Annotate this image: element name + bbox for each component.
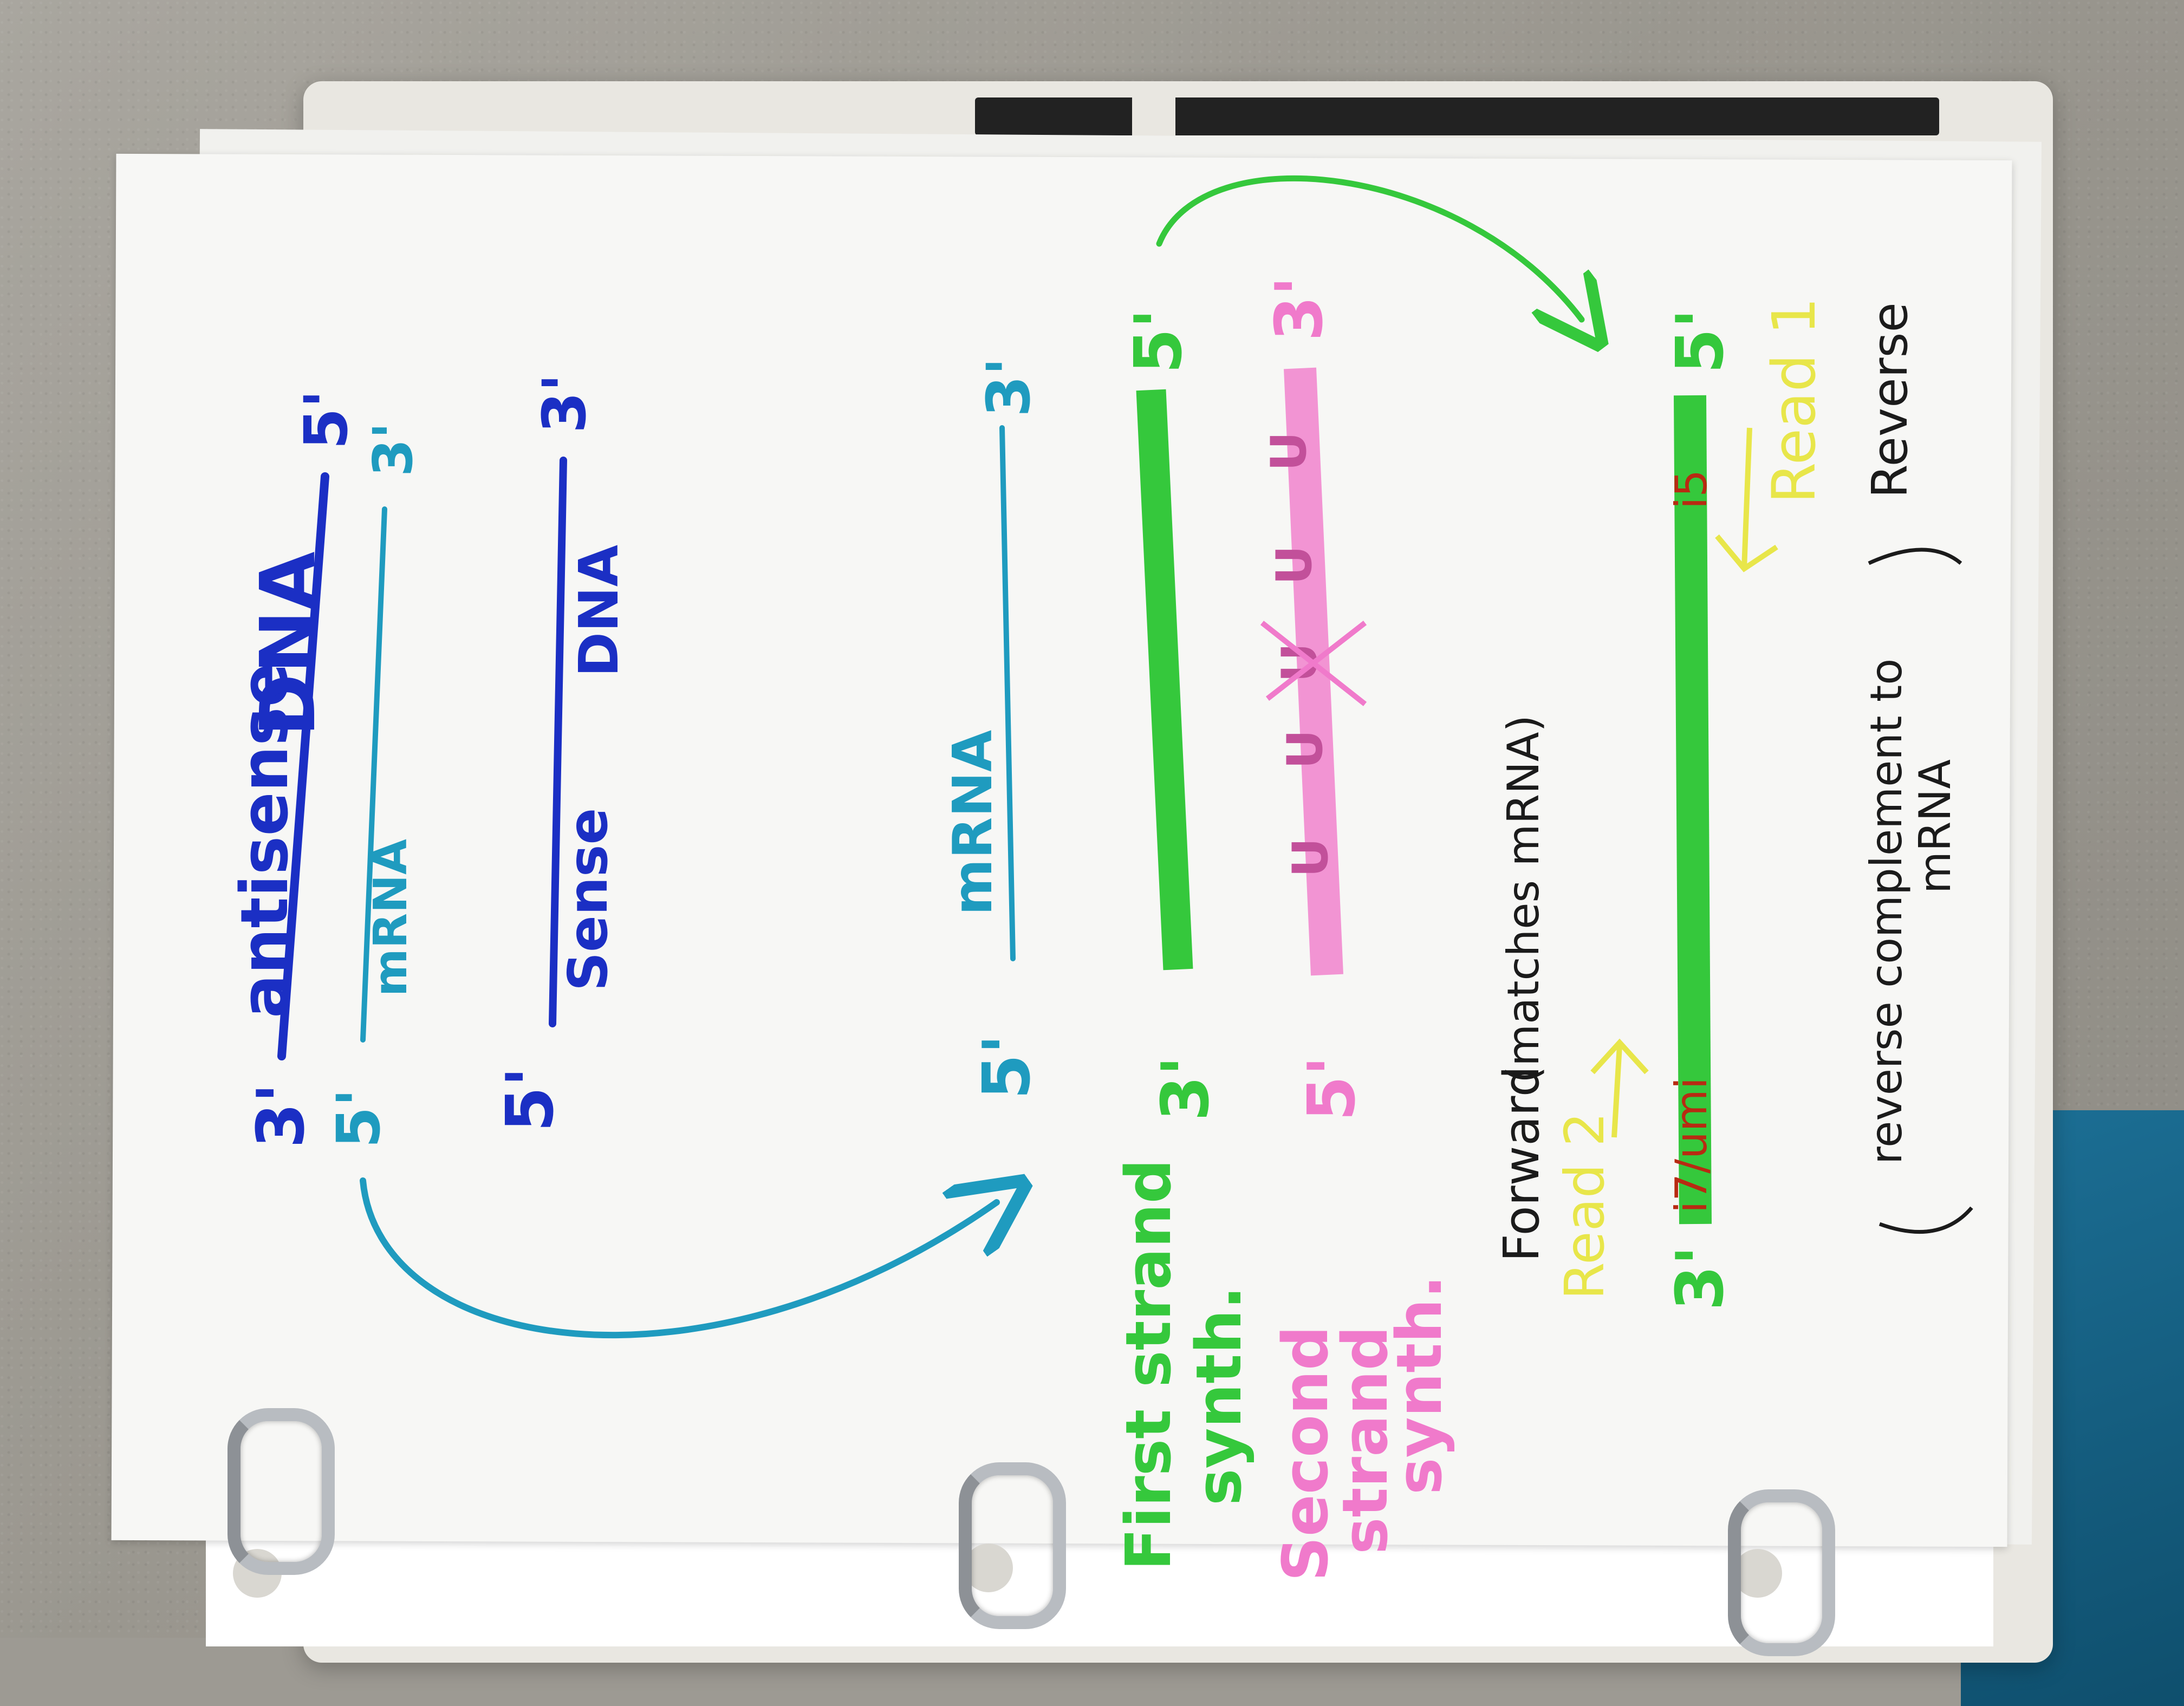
antisense-right-end: 5' bbox=[291, 390, 361, 450]
mrna-middle-left-end: 5' bbox=[970, 1034, 1045, 1099]
second-strand-mark: U bbox=[1277, 730, 1334, 769]
close-paren bbox=[1868, 548, 1962, 565]
punch-hole bbox=[964, 1544, 1013, 1592]
first-strand-label-line2: synth. bbox=[1183, 1286, 1256, 1506]
antisense-dna-strand bbox=[277, 472, 329, 1060]
green-curved-arrow bbox=[1156, 175, 1582, 320]
second-strand-mark: U bbox=[1282, 838, 1339, 877]
second-strand-bar bbox=[1284, 367, 1343, 976]
read1-arrow bbox=[1741, 427, 1752, 569]
first-strand-left-end: 3' bbox=[1148, 1056, 1224, 1121]
punch-hole bbox=[1733, 1549, 1782, 1598]
sense-label: Sense bbox=[556, 808, 620, 991]
mrna-strand-top bbox=[360, 506, 387, 1043]
read2-arrow-head bbox=[1590, 1038, 1649, 1075]
mrna-strand-middle bbox=[999, 425, 1016, 961]
first-strand-label-line1: First strand bbox=[1113, 1159, 1185, 1571]
mrna-middle-right-end: 3' bbox=[974, 357, 1043, 417]
second-strand-mark: U bbox=[1266, 545, 1323, 585]
reverse-label: Reverse bbox=[1862, 302, 1919, 498]
library-bar bbox=[1674, 395, 1712, 1225]
second-strand-label-line1: Second bbox=[1270, 1326, 1342, 1581]
second-strand-mark: U bbox=[1260, 432, 1317, 471]
mrna-top-label: mRNA bbox=[364, 839, 418, 997]
library-right-end: 5' bbox=[1663, 309, 1738, 374]
reverse-complement-line1: reverse complement to bbox=[1861, 659, 1912, 1164]
antisense-dna-label: DNA bbox=[244, 551, 333, 737]
teal-curved-arrow bbox=[360, 1181, 997, 1339]
read1-label: Read 1 bbox=[1759, 297, 1829, 504]
open-paren bbox=[1878, 1206, 1973, 1234]
sense-dna-label: DNA bbox=[567, 545, 630, 677]
read2-label: Read 2 bbox=[1553, 1112, 1616, 1300]
handwritten-diagram: 3' 5' antisense DNA 5' 3' mRNA 5' 3' Sen… bbox=[227, 175, 1973, 1581]
sense-right-end: 3' bbox=[530, 374, 599, 433]
antisense-label: antisense bbox=[227, 663, 303, 1018]
mrna-middle-label: mRNA bbox=[941, 730, 1004, 915]
matches-mrna-label: (matches mRNA) bbox=[1498, 715, 1549, 1083]
first-strand-bar bbox=[1136, 389, 1193, 971]
mrna-top-left-end: 5' bbox=[324, 1089, 393, 1148]
second-strand-label-line3: synth. bbox=[1383, 1275, 1456, 1495]
read2-arrow bbox=[1611, 1045, 1622, 1138]
i5-label: i5 bbox=[1666, 470, 1717, 509]
i7-umi-label: i7/umi bbox=[1666, 1077, 1717, 1213]
mrna-top-right-end: 3' bbox=[361, 422, 425, 477]
second-strand-label-line2: strand bbox=[1329, 1326, 1402, 1554]
cross-mark bbox=[1265, 621, 1367, 701]
sense-left-end: 5' bbox=[493, 1067, 568, 1132]
second-strand-left-end: 5' bbox=[1295, 1056, 1370, 1121]
forward-label: Forward bbox=[1493, 1066, 1550, 1262]
library-left-end: 3' bbox=[1663, 1246, 1738, 1311]
sense-dna-strand bbox=[549, 457, 567, 1027]
reverse-complement-line2: mRNA bbox=[1910, 759, 1960, 894]
read1-arrow-head bbox=[1715, 534, 1778, 572]
antisense-left-end: 3' bbox=[244, 1083, 319, 1148]
second-strand-right-end: 3' bbox=[1262, 276, 1337, 341]
first-strand-right-end: 5' bbox=[1121, 309, 1197, 374]
